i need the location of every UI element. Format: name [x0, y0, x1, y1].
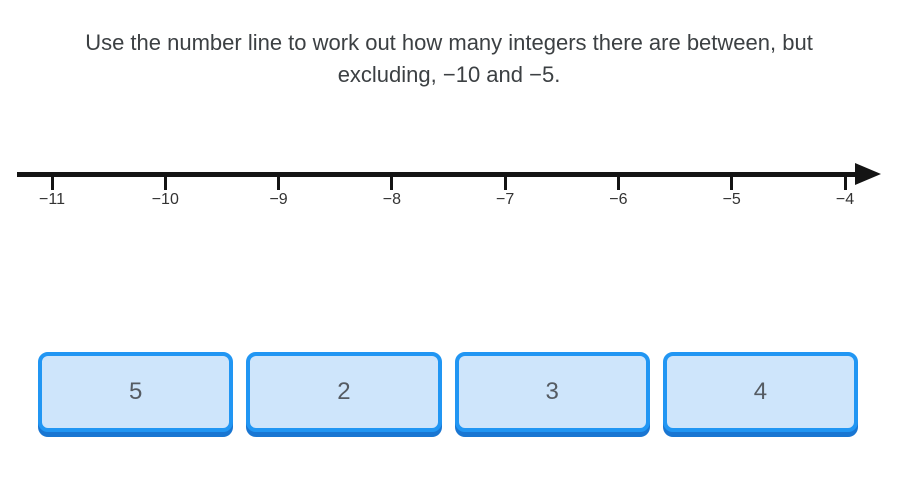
tick-mark	[50, 176, 54, 190]
answer-button[interactable]: 2	[246, 352, 442, 432]
answer-button[interactable]: 4	[662, 352, 858, 432]
tick-mark	[277, 176, 281, 190]
answer-options: 5 2 3 4	[38, 352, 858, 432]
tick-label: −11	[39, 191, 65, 208]
tick-mark	[390, 176, 394, 190]
tick-label: −6	[609, 191, 628, 208]
number-line: −11 −10 −9 −8 −7 −6 −5 −4	[0, 0, 898, 230]
tick-mark	[730, 176, 734, 190]
tick-label: −7	[496, 191, 515, 208]
tick-mark	[843, 176, 847, 190]
tick-mark	[503, 176, 507, 190]
tick-label: −4	[835, 191, 855, 208]
tick-label: −5	[722, 191, 741, 208]
question-text: Use the number line to work out how many…	[85, 30, 813, 87]
tick-label: −8	[382, 191, 401, 208]
tick-label: −9	[269, 191, 288, 208]
tick-label: −10	[151, 191, 179, 208]
tick-mark	[163, 176, 167, 190]
tick-mark	[616, 176, 620, 190]
answer-button[interactable]: 3	[454, 352, 650, 432]
answer-button[interactable]: 5	[38, 352, 234, 432]
number-line-axis	[17, 172, 861, 177]
arrowhead-right-icon	[855, 163, 881, 185]
